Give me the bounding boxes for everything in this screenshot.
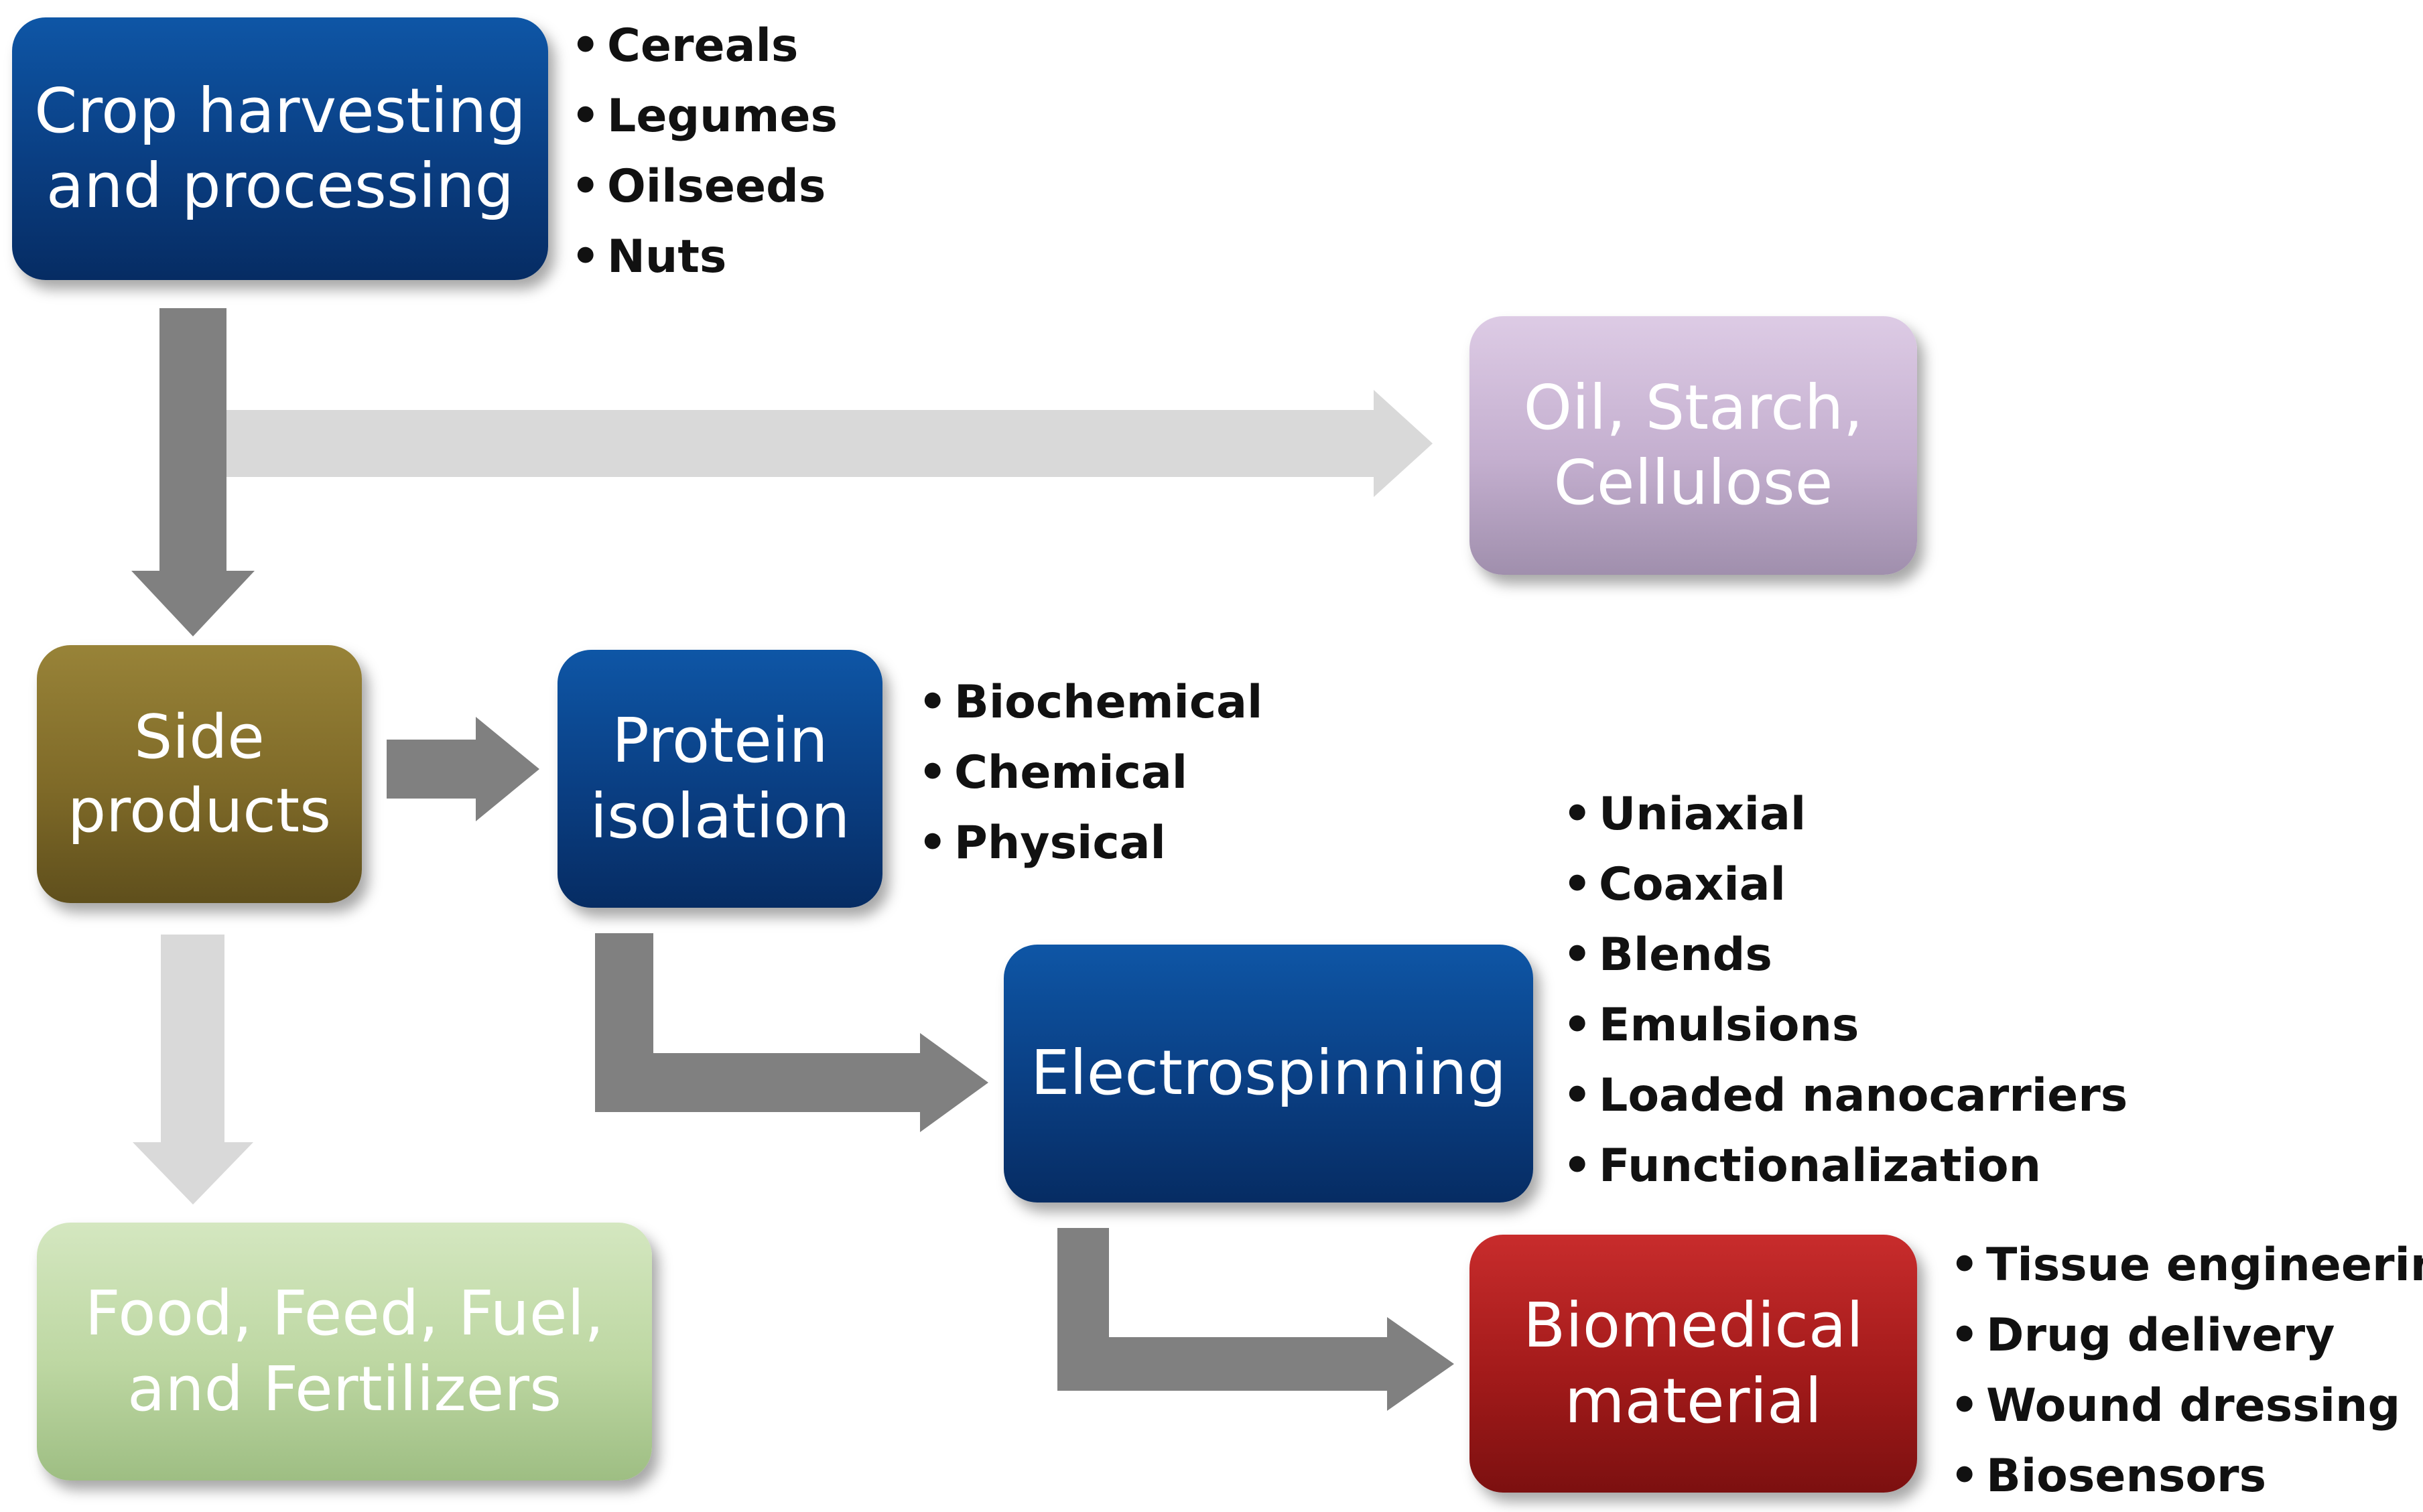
arrow-protein-to-electro [595,933,988,1132]
food-feed-fuel-line-1: Food, Feed, Fuel, [84,1278,604,1350]
list-item: Biochemical [918,667,1262,738]
side-products-line-2: products [67,775,332,846]
arrow-crop-to-side [131,308,255,636]
list-item: Nuts [571,222,838,292]
protein-isolation-line-1: Protein [612,705,828,777]
biomedical-material-line-1: Biomedical [1523,1290,1863,1362]
applications-list: Tissue engineering Drug delivery Wound d… [1950,1230,2423,1511]
crop-harvesting-label: Crop harvesting and processing [34,74,526,224]
electrospinning-label: Electrospinning [1031,1036,1506,1111]
list-item: Cereals [571,11,838,81]
crop-types-list: Cereals Legumes Oilseeds Nuts [571,11,838,292]
oil-starch-cellulose-label: Oil, Starch, Cellulose [1524,370,1863,521]
oil-starch-cellulose-node: Oil, Starch, Cellulose [1469,316,1917,575]
protein-isolation-label: Protein isolation [590,703,850,853]
list-item: Oilseeds [571,151,838,222]
list-item: Functionalization [1563,1131,2127,1201]
arrow-crop-to-oil [224,390,1433,497]
arrow-side-to-food [133,935,253,1205]
food-feed-fuel-label: Food, Feed, Fuel, and Fertilizers [85,1276,604,1426]
electrospinning-line-1: Electrospinning [1031,1037,1506,1109]
food-feed-fuel-line-2: and Fertilizers [127,1353,562,1425]
list-item: Blends [1563,920,2127,990]
food-feed-fuel-node: Food, Feed, Fuel, and Fertilizers [37,1223,652,1481]
spinning-methods-list: Uniaxial Coaxial Blends Emulsions Loaded… [1563,779,2127,1201]
crop-harvesting-line-1: Crop harvesting [34,74,526,147]
biomedical-material-node: Biomedical material [1469,1235,1917,1493]
list-item: Uniaxial [1563,779,2127,849]
list-item: Biosensors [1950,1441,2423,1511]
list-item: Tissue engineering [1950,1230,2423,1300]
side-products-label: Side products [68,701,331,848]
electrospinning-node: Electrospinning [1004,945,1533,1202]
protein-isolation-line-2: isolation [590,780,850,852]
oil-starch-cellulose-line-1: Oil, Starch, [1523,371,1863,443]
list-item: Emulsions [1563,990,2127,1060]
list-item: Physical [918,808,1262,878]
list-item: Loaded nanocarriers [1563,1060,2127,1131]
side-products-node: Side products [37,645,362,903]
list-item: Legumes [571,81,838,151]
oil-starch-cellulose-line-2: Cellulose [1553,447,1833,519]
isolation-methods-list: Biochemical Chemical Physical [918,667,1262,878]
arrow-electro-to-biomed [1057,1228,1454,1411]
list-item: Drug delivery [1950,1300,2423,1371]
list-item: Coaxial [1563,849,2127,920]
crop-harvesting-line-2: and processing [46,150,515,222]
list-item: Chemical [918,738,1262,808]
side-products-line-1: Side [134,701,265,772]
protein-isolation-node: Protein isolation [558,650,882,908]
crop-harvesting-node: Crop harvesting and processing [12,17,548,280]
list-item: Wound dressing [1950,1371,2423,1441]
biomedical-material-label: Biomedical material [1523,1288,1863,1438]
arrow-side-to-protein [387,717,539,821]
biomedical-material-line-2: material [1564,1365,1822,1437]
